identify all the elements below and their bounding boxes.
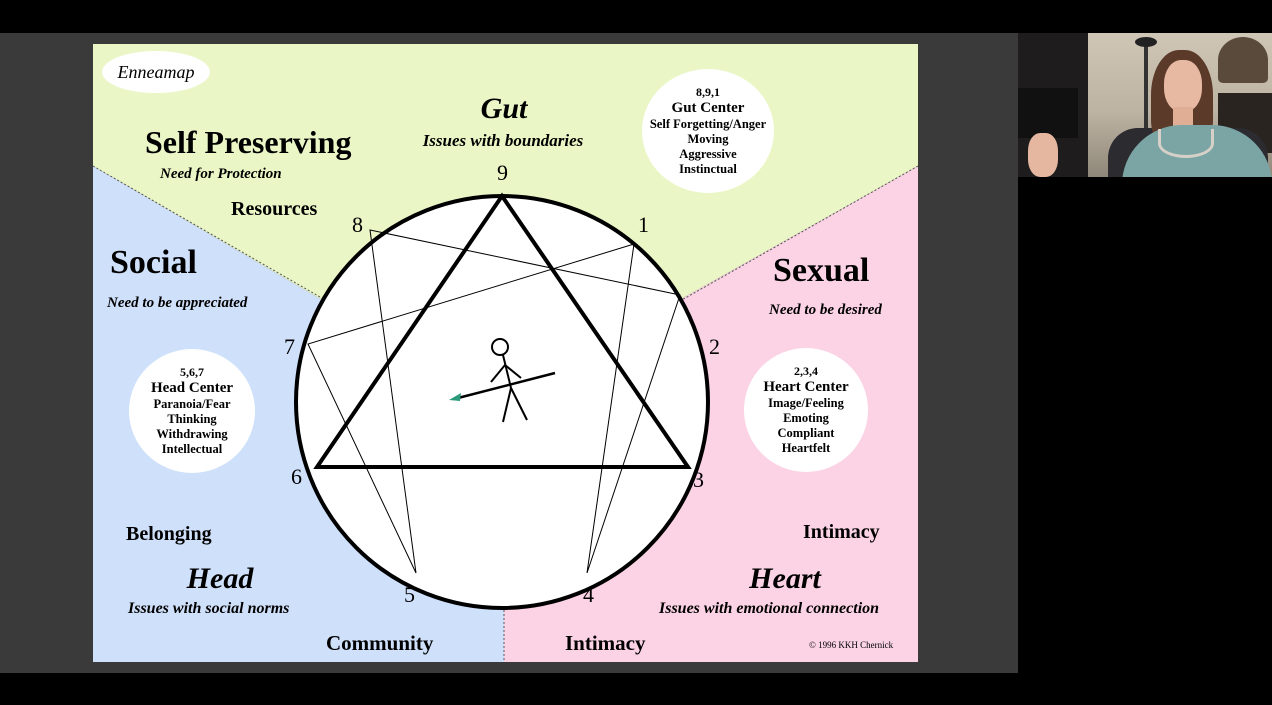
point-9: 9 xyxy=(497,160,508,185)
gallery-pane xyxy=(1018,177,1272,673)
gut-center-bubble: 8,9,1 Gut Center Self Forgetting/Anger M… xyxy=(642,69,774,193)
heart-center-line: Image/Feeling xyxy=(768,396,844,411)
self-preserving-title: Self Preserving xyxy=(145,124,352,160)
point-6: 6 xyxy=(291,464,302,489)
head-center-title: Head Center xyxy=(150,380,234,397)
intimacy-bottom-label: Intimacy xyxy=(565,631,646,655)
heart-center-line: Heartfelt xyxy=(781,441,831,456)
point-3: 3 xyxy=(693,467,704,492)
participant-video-tile[interactable] xyxy=(1018,33,1272,177)
community-label: Community xyxy=(326,631,434,655)
gut-subtitle: Issues with boundaries xyxy=(422,131,584,150)
point-4: 4 xyxy=(583,582,594,607)
head-center-line: Intellectual xyxy=(161,442,223,457)
heart-title: Heart xyxy=(749,562,821,595)
gut-center-title: Gut Center xyxy=(671,100,745,117)
head-subtitle: Issues with social norms xyxy=(128,600,290,617)
heart-center-line: Emoting xyxy=(783,411,829,426)
enneagram-slide: Enneamap Gut Issues with boundaries 8,9,… xyxy=(93,44,918,662)
point-1: 1 xyxy=(638,212,649,237)
heart-center-bubble: 2,3,4 Heart Center Image/Feeling Emoting… xyxy=(744,348,868,472)
belonging-label: Belonging xyxy=(126,523,212,545)
copyright-text: © 1996 KKH Chernick xyxy=(809,640,894,650)
head-center-line: Paranoia/Fear xyxy=(153,397,231,412)
presenter-face xyxy=(1164,60,1202,112)
heart-center-title: Heart Center xyxy=(763,379,849,396)
raised-hand xyxy=(1028,133,1058,177)
gut-center-line: Moving xyxy=(687,132,729,147)
resources-label: Resources xyxy=(231,198,318,220)
head-center-line: Withdrawing xyxy=(156,427,228,442)
gut-center-line: Aggressive xyxy=(679,147,737,162)
gut-center-numbers: 8,9,1 xyxy=(696,84,720,99)
intimacy-right-label: Intimacy xyxy=(803,521,880,543)
point-2: 2 xyxy=(709,334,720,359)
head-title: Head xyxy=(186,562,254,595)
heart-subtitle: Issues with emotional connection xyxy=(659,600,880,617)
point-5: 5 xyxy=(404,582,415,607)
self-preserving-subtitle: Need for Protection xyxy=(160,166,282,182)
social-subtitle: Need to be appreciated xyxy=(107,295,248,311)
heart-center-line: Compliant xyxy=(777,426,835,441)
sexual-title: Sexual xyxy=(773,252,870,289)
social-title: Social xyxy=(110,244,197,281)
sexual-subtitle: Need to be desired xyxy=(769,302,882,318)
point-8: 8 xyxy=(352,212,363,237)
enneagram-diagram xyxy=(93,44,918,662)
head-center-bubble: 5,6,7 Head Center Paranoia/Fear Thinking… xyxy=(129,349,255,473)
top-bar xyxy=(0,0,1272,33)
triangle-9-3-6 xyxy=(313,192,692,469)
gut-center-line: Instinctual xyxy=(679,162,737,177)
enneamap-badge: Enneamap xyxy=(102,51,210,93)
hexad-lines xyxy=(307,229,681,574)
stick-figure-icon xyxy=(457,338,556,423)
gut-center-line: Self Forgetting/Anger xyxy=(649,117,767,132)
gut-title: Gut xyxy=(480,92,528,125)
heart-center-numbers: 2,3,4 xyxy=(794,363,818,378)
head-center-line: Thinking xyxy=(167,412,217,427)
bottom-bar xyxy=(0,673,1272,705)
point-7: 7 xyxy=(284,334,295,359)
head-center-numbers: 5,6,7 xyxy=(180,364,204,379)
